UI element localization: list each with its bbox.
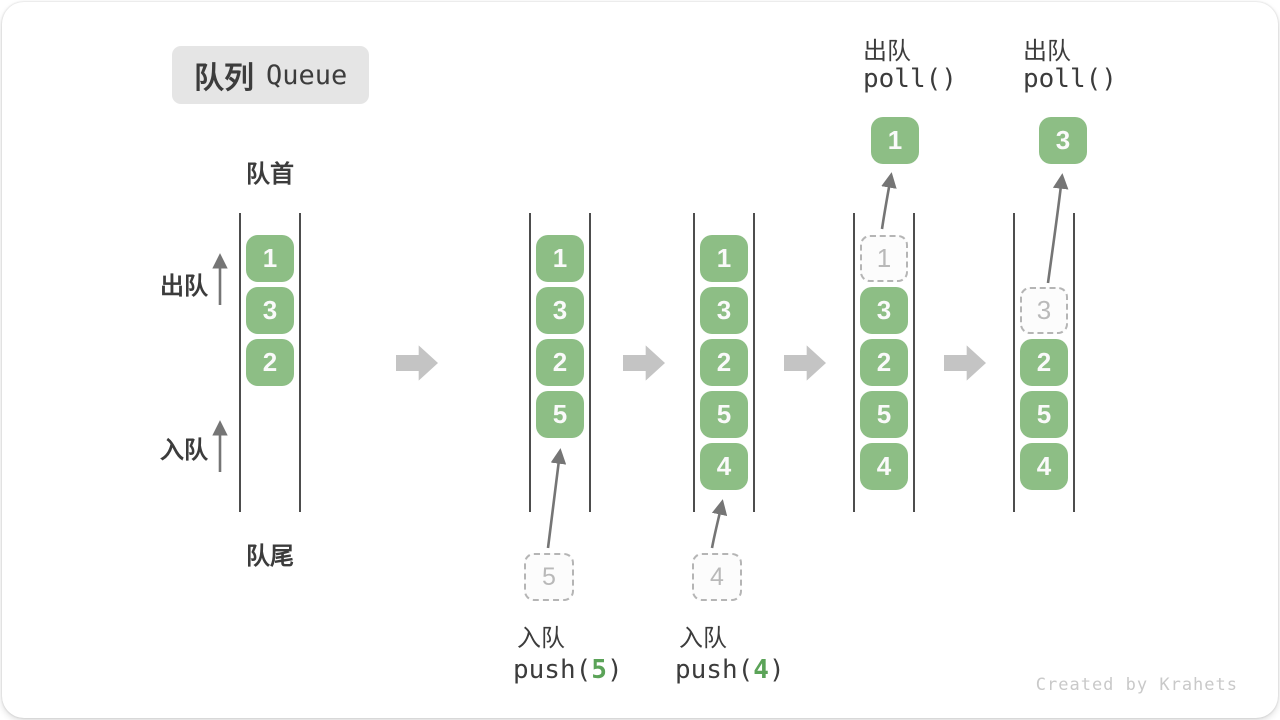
code-post: ) <box>768 655 785 685</box>
transition-arrow-icon <box>623 345 665 381</box>
queue-element: 3 <box>536 287 584 334</box>
watermark: Created by Krahets <box>1035 675 1238 695</box>
code-arg: 4 <box>753 655 769 685</box>
code-pre: push( <box>675 655 754 685</box>
queue-element: 1 <box>246 235 294 282</box>
code-post: ) <box>606 655 623 685</box>
queue-element: 3 <box>860 287 908 334</box>
dequeue-op-label: 出队 <box>1023 38 1071 65</box>
queue-element-ghost: 3 <box>1020 287 1068 334</box>
queue-element: 4 <box>1020 443 1068 490</box>
queue-element: 4 <box>700 443 748 490</box>
queue-element: 5 <box>536 391 584 438</box>
queue-element: 5 <box>1020 391 1068 438</box>
dequeued-element: 3 <box>1039 117 1087 164</box>
queue-element-ghost: 1 <box>860 235 908 282</box>
enqueue-op-code: push(5) <box>513 655 623 685</box>
title-en: Queue <box>266 59 348 91</box>
queue-element: 2 <box>246 339 294 386</box>
dequeue-op-code: poll() <box>863 64 957 94</box>
transition-arrow-icon <box>944 345 986 381</box>
queue-state-4: 1 3 2 5 4 <box>853 213 915 512</box>
enqueue-side-label: 入队 <box>160 437 208 464</box>
title-badge: 队列 Queue <box>172 46 370 104</box>
queue-element: 5 <box>700 391 748 438</box>
transition-arrow-icon <box>784 345 826 381</box>
enqueue-op-label: 入队 <box>679 625 727 652</box>
queue-element: 1 <box>536 235 584 282</box>
queue-element: 1 <box>700 235 748 282</box>
transition-arrow-icon <box>396 345 438 381</box>
queue-element: 3 <box>700 287 748 334</box>
enqueue-op-code: push(4) <box>675 655 785 685</box>
queue-state-1: 1 3 2 <box>239 213 301 512</box>
dequeue-side-label: 出队 <box>160 273 208 300</box>
queue-element: 5 <box>860 391 908 438</box>
queue-element: 3 <box>246 287 294 334</box>
code-pre: push( <box>513 655 592 685</box>
queue-element: 2 <box>1020 339 1068 386</box>
queue-front-label: 队首 <box>246 161 294 188</box>
dequeue-op-label: 出队 <box>863 38 911 65</box>
enqueue-ghost-value: 5 <box>524 553 574 601</box>
enqueue-op-label: 入队 <box>517 625 565 652</box>
queue-element: 2 <box>536 339 584 386</box>
dequeued-element: 1 <box>871 117 919 164</box>
queue-state-5: 3 2 5 4 <box>1013 213 1075 512</box>
queue-state-3: 1 3 2 5 4 <box>693 213 755 512</box>
queue-element: 2 <box>860 339 908 386</box>
queue-state-2: 1 3 2 5 <box>529 213 591 512</box>
queue-element: 2 <box>700 339 748 386</box>
queue-rear-label: 队尾 <box>246 543 294 570</box>
queue-element: 4 <box>860 443 908 490</box>
enqueue-ghost-value: 4 <box>692 553 742 601</box>
dequeue-op-code: poll() <box>1023 64 1117 94</box>
title-zh: 队列 <box>194 62 254 95</box>
code-arg: 5 <box>591 655 607 685</box>
